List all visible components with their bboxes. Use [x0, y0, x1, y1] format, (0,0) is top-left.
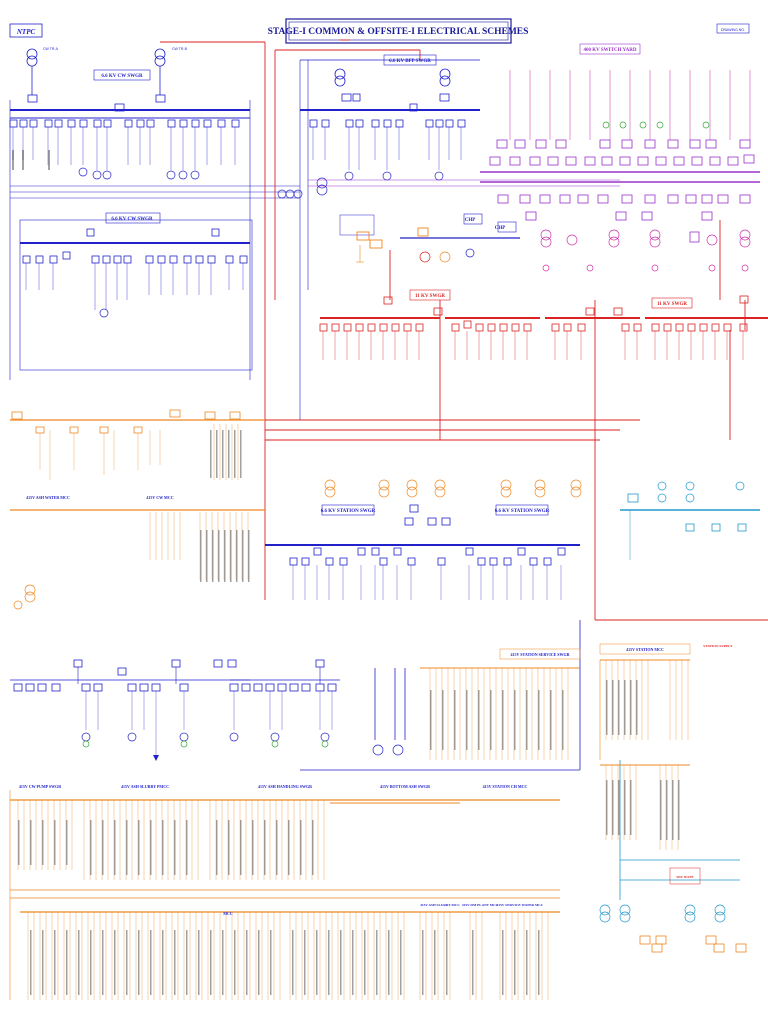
transformer-cw-b-secondary-icon [154, 55, 166, 67]
station-swgr-right-label: 6.6 KV STATION SWGR [495, 509, 550, 514]
cw-swgr-top-section [9, 48, 300, 380]
bottom-ash-swgr-label: 415V BOTTOM ASH SWGR [380, 784, 430, 789]
lower-green-markers [82, 740, 329, 748]
transformer-cw-a-label: CW TR-A [43, 47, 59, 51]
switchyard-breakers-row4 [525, 211, 713, 243]
switchyard-breakers-row3 [497, 194, 751, 204]
station-swgr-left-label-box [321, 504, 375, 516]
station-swgr-right-label-box [495, 504, 549, 516]
lower-blue-section [10, 620, 581, 771]
bfp-feeder-breakers [309, 119, 466, 128]
ash-handling-swgr-label: 415V ASH HANDLING SWGR [258, 784, 312, 789]
bottom-right-orange [639, 935, 747, 953]
station-service-feeders [429, 668, 569, 760]
red-feed-lines [160, 39, 768, 621]
cw-swgr-mid-box [19, 219, 253, 371]
station-service-swgr-label: 415V STATION SERVICE SWGR [510, 652, 569, 657]
logo-box [9, 23, 43, 38]
station-ch-mcc-label: 415V STATION CH MCC [483, 784, 528, 789]
bfp-feeder-drops [312, 127, 462, 170]
breaker-icon [27, 94, 38, 103]
chp-section [339, 213, 520, 263]
lower-blue-feeders [85, 691, 333, 755]
kv11-feeder-breakers [319, 320, 748, 332]
lower-orange-feeders-b [209, 800, 325, 880]
bfp-swgr-section [277, 59, 480, 420]
kv11-feeder-drops [322, 331, 744, 360]
bfp-swgr-label-box [383, 54, 437, 66]
station-supply-note: STATION SUPPLY [703, 644, 733, 648]
breaker-icon [155, 94, 166, 103]
drawing-tag: DRAWING NO. [721, 28, 745, 32]
transformer-cw-b-label: CW TR-B [172, 47, 188, 51]
cw-swgr-top-label-box [93, 69, 151, 81]
chp-label-2: CHP [495, 226, 506, 231]
service-water-mcc-label: 415V SERVICE WATER MCC [497, 903, 544, 907]
ash-water-mcc-label: 415V ASH WATER MCC [26, 495, 70, 500]
switchyard-breakers-row1 [496, 139, 751, 149]
cw-swgr-top-label: 6.6 KV CW SWGR [101, 74, 143, 79]
kv11-swgr-section [319, 295, 768, 360]
cw-mcc-feeders [149, 512, 249, 580]
cyan-section [599, 481, 760, 923]
feeder-label-stripes [12, 150, 680, 995]
switchyard-breakers-row2 [489, 154, 755, 166]
header: NTPC STAGE-I COMMON & OFFSITE-I ELECTRIC… [9, 18, 750, 44]
page-title: STAGE-I COMMON & OFFSITE-I ELECTRICAL SC… [268, 27, 529, 37]
cw-swgr-mid-label-box [105, 212, 161, 224]
switchyard-grounding [602, 121, 710, 129]
transformer-cw-a-icon [26, 48, 38, 60]
kv11-swgr-right-label-box [651, 297, 693, 309]
switchyard-transformers [540, 229, 751, 272]
station-swgr-section [265, 479, 582, 600]
dm-plant-mcc-label: 415V DM PLANT MCC [462, 903, 499, 907]
bottom-feeders [27, 912, 549, 1000]
switchyard-incomer-lines [509, 70, 751, 140]
cw-feeder-drops-mid [25, 263, 244, 310]
title-inner-box [288, 21, 509, 41]
ash-water-feeders [39, 424, 239, 480]
station-feeder-drops [292, 565, 562, 600]
cw-feeder-breakers-top [9, 119, 240, 128]
ash-water-mcc-section [10, 409, 265, 610]
cyan-transformers [599, 904, 726, 923]
switchyard-section [308, 70, 760, 272]
cw-swgr-mid-label: 6.6 KV CW SWGR [111, 217, 153, 222]
kv11-swgr-left-label-box [409, 289, 451, 301]
station-service-section [420, 643, 691, 850]
transformer-cw-b-icon [154, 48, 166, 60]
transformer-cw-a-secondary-icon [26, 55, 38, 67]
ash-slurry-mcc-label: 415V ASH SLURRY MCC [420, 903, 460, 907]
kv11-swgr-left-label: 11 KV SWGR [415, 294, 445, 299]
ntpc-logo: NTPC [16, 28, 36, 36]
bfp-swgr-label: 6.6 KV BFP SWGR [389, 59, 431, 64]
cw-feeder-breakers-mid [22, 251, 248, 264]
cw-pump-swgr-label: 415V CW PUMP SWGR [19, 784, 61, 789]
cw-motors-top [78, 167, 200, 180]
cw-mcc-label: 415V CW MCC [146, 495, 173, 500]
see-note-box [669, 867, 701, 885]
mcc-label: MCC [223, 911, 233, 916]
lower-blue-transformers [81, 732, 330, 742]
ash-slurry-pmcc-label: 415V ASH SLURRY PMCC [121, 784, 169, 789]
lower-orange-section [9, 790, 560, 1000]
station-feeder-breakers [289, 547, 566, 566]
station-mcc-label: 415V STATION MCC [626, 647, 664, 652]
station-swgr-left-label: 6.6 KV STATION SWGR [321, 509, 376, 514]
see-note-label: SEE NOTE [676, 875, 694, 879]
kv11-swgr-right-label: 11 KV SWGR [657, 302, 687, 307]
lower-blue-breakers [13, 659, 337, 692]
switchyard-bus-bars [480, 171, 760, 183]
title-box [285, 18, 512, 44]
cw-feeder-drops-top [12, 127, 236, 170]
switchyard-label: 400 KV SWITCH YARD [583, 48, 636, 53]
lower-orange-feeders-a [17, 800, 199, 880]
ash-water-breakers [11, 409, 241, 434]
switchyard-label-box [579, 43, 641, 55]
station-transformers [324, 479, 582, 498]
chp-label: CHP [465, 218, 476, 223]
drawing-tag-box [716, 23, 750, 34]
